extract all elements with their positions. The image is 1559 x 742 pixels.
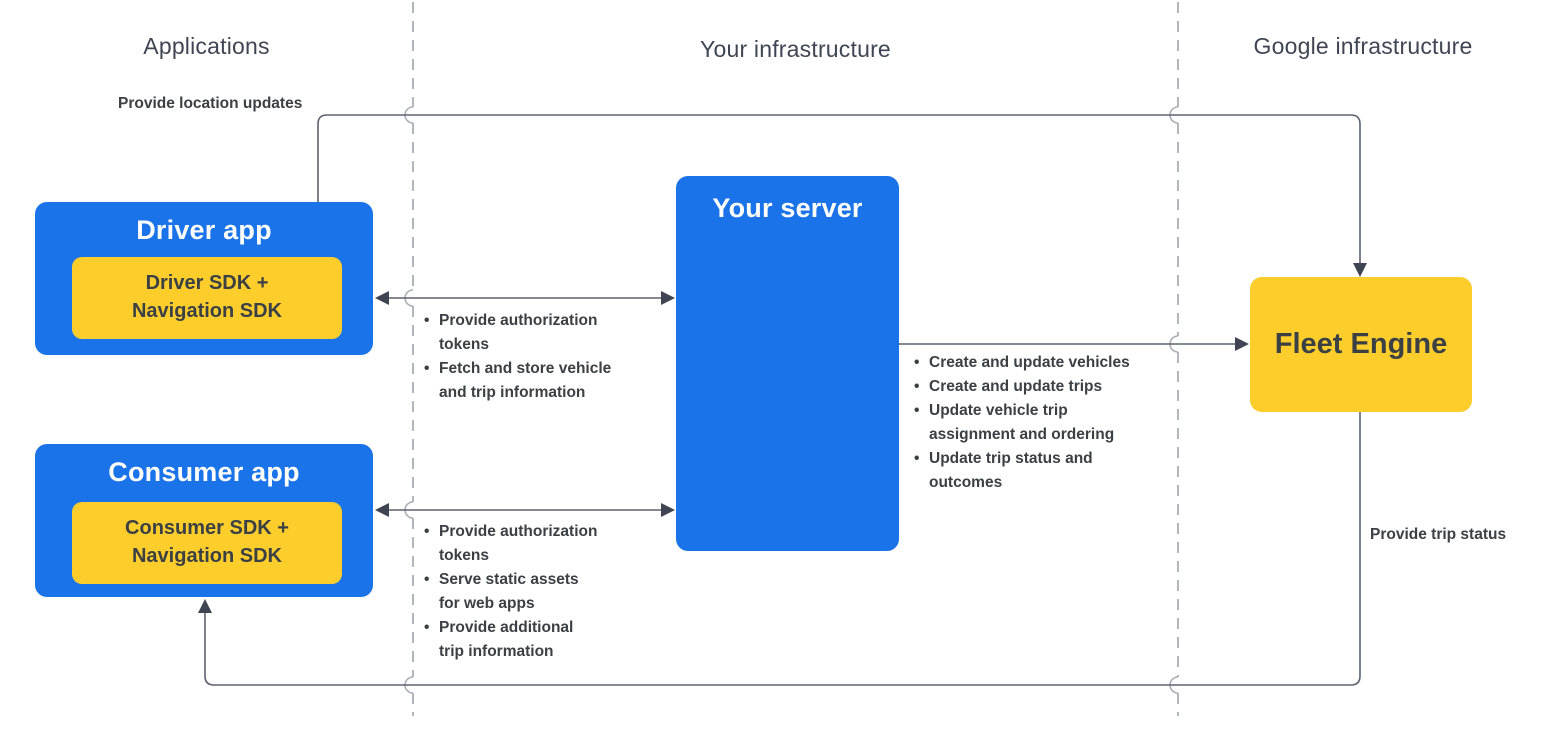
trip-status-label: Provide trip status	[1370, 526, 1507, 543]
bullet-dot: •	[424, 619, 430, 636]
bullet-text: Update trip status and outcomes	[929, 450, 1093, 491]
bullet-text: Provide authorization tokens	[439, 312, 598, 353]
bullet-item: • Update trip status and outcomes	[914, 447, 1184, 495]
edge-consumer-server-arrowhead-left	[375, 503, 389, 517]
edge-trip-status-line	[204, 412, 1361, 686]
fleet-engine-box: Fleet Engine	[1250, 277, 1472, 412]
consumer-app-title: Consumer app	[108, 457, 300, 487]
server-fleet-bullets: • Create and update vehicles • Create an…	[914, 351, 1184, 495]
driver-server-bullets: • Provide authorization tokens • Fetch a…	[424, 309, 674, 405]
bullet-item: • Fetch and store vehicle and trip infor…	[424, 357, 674, 405]
bullet-dot: •	[424, 571, 430, 588]
edge-driver-server-arrowhead-left	[375, 291, 389, 305]
bullet-item: • Update vehicle trip assignment and ord…	[914, 399, 1184, 447]
your-server-title: Your server	[712, 193, 863, 223]
bullet-item: • Provide authorization tokens	[424, 309, 674, 357]
driver-app-title: Driver app	[136, 215, 272, 245]
column-header-google-infrastructure: Google infrastructure	[1253, 33, 1473, 59]
bullet-text: Update vehicle trip assignment and order…	[929, 402, 1115, 443]
bullet-text: Provide authorization tokens	[439, 523, 598, 564]
bullet-text: Create and update vehicles	[929, 354, 1130, 371]
bullet-dot: •	[914, 354, 920, 371]
bullet-dot: •	[914, 402, 920, 419]
column-header-your-infrastructure: Your infrastructure	[700, 36, 891, 62]
driver-sdk-box: Driver SDK + Navigation SDK	[72, 257, 342, 339]
bullet-item: • Create and update vehicles	[914, 351, 1184, 375]
bullet-item: • Create and update trips	[914, 375, 1184, 399]
edge-driver-server-arrowhead-right	[661, 291, 675, 305]
edge-consumer-server-arrowhead-right	[661, 503, 675, 517]
bullet-item: • Provide additional trip information	[424, 616, 674, 664]
edge-location-updates-line	[317, 114, 1361, 268]
location-updates-label: Provide location updates	[118, 95, 303, 112]
bullet-item: • Serve static assets for web apps	[424, 568, 674, 616]
bullet-text: Create and update trips	[929, 378, 1103, 395]
bullet-text: Provide additional trip information	[439, 619, 574, 660]
bullet-text: Serve static assets for web apps	[439, 571, 579, 612]
bullet-dot: •	[424, 523, 430, 540]
bullet-dot: •	[914, 450, 920, 467]
consumer-server-bullets: • Provide authorization tokens • Serve s…	[424, 520, 674, 664]
edge-trip-status-arrowhead	[198, 599, 212, 613]
column-header-applications: Applications	[143, 33, 270, 59]
edge-server-fleet-arrowhead	[1235, 337, 1249, 351]
bullet-dot: •	[914, 378, 920, 395]
edge-location-updates-arrowhead	[1353, 263, 1367, 277]
consumer-sdk-box: Consumer SDK + Navigation SDK	[72, 502, 342, 584]
bullet-item: • Provide authorization tokens	[424, 520, 674, 568]
bullet-text: Fetch and store vehicle and trip informa…	[439, 360, 612, 401]
bullet-dot: •	[424, 360, 430, 377]
your-server-box: Your server	[676, 176, 899, 551]
bullet-dot: •	[424, 312, 430, 329]
